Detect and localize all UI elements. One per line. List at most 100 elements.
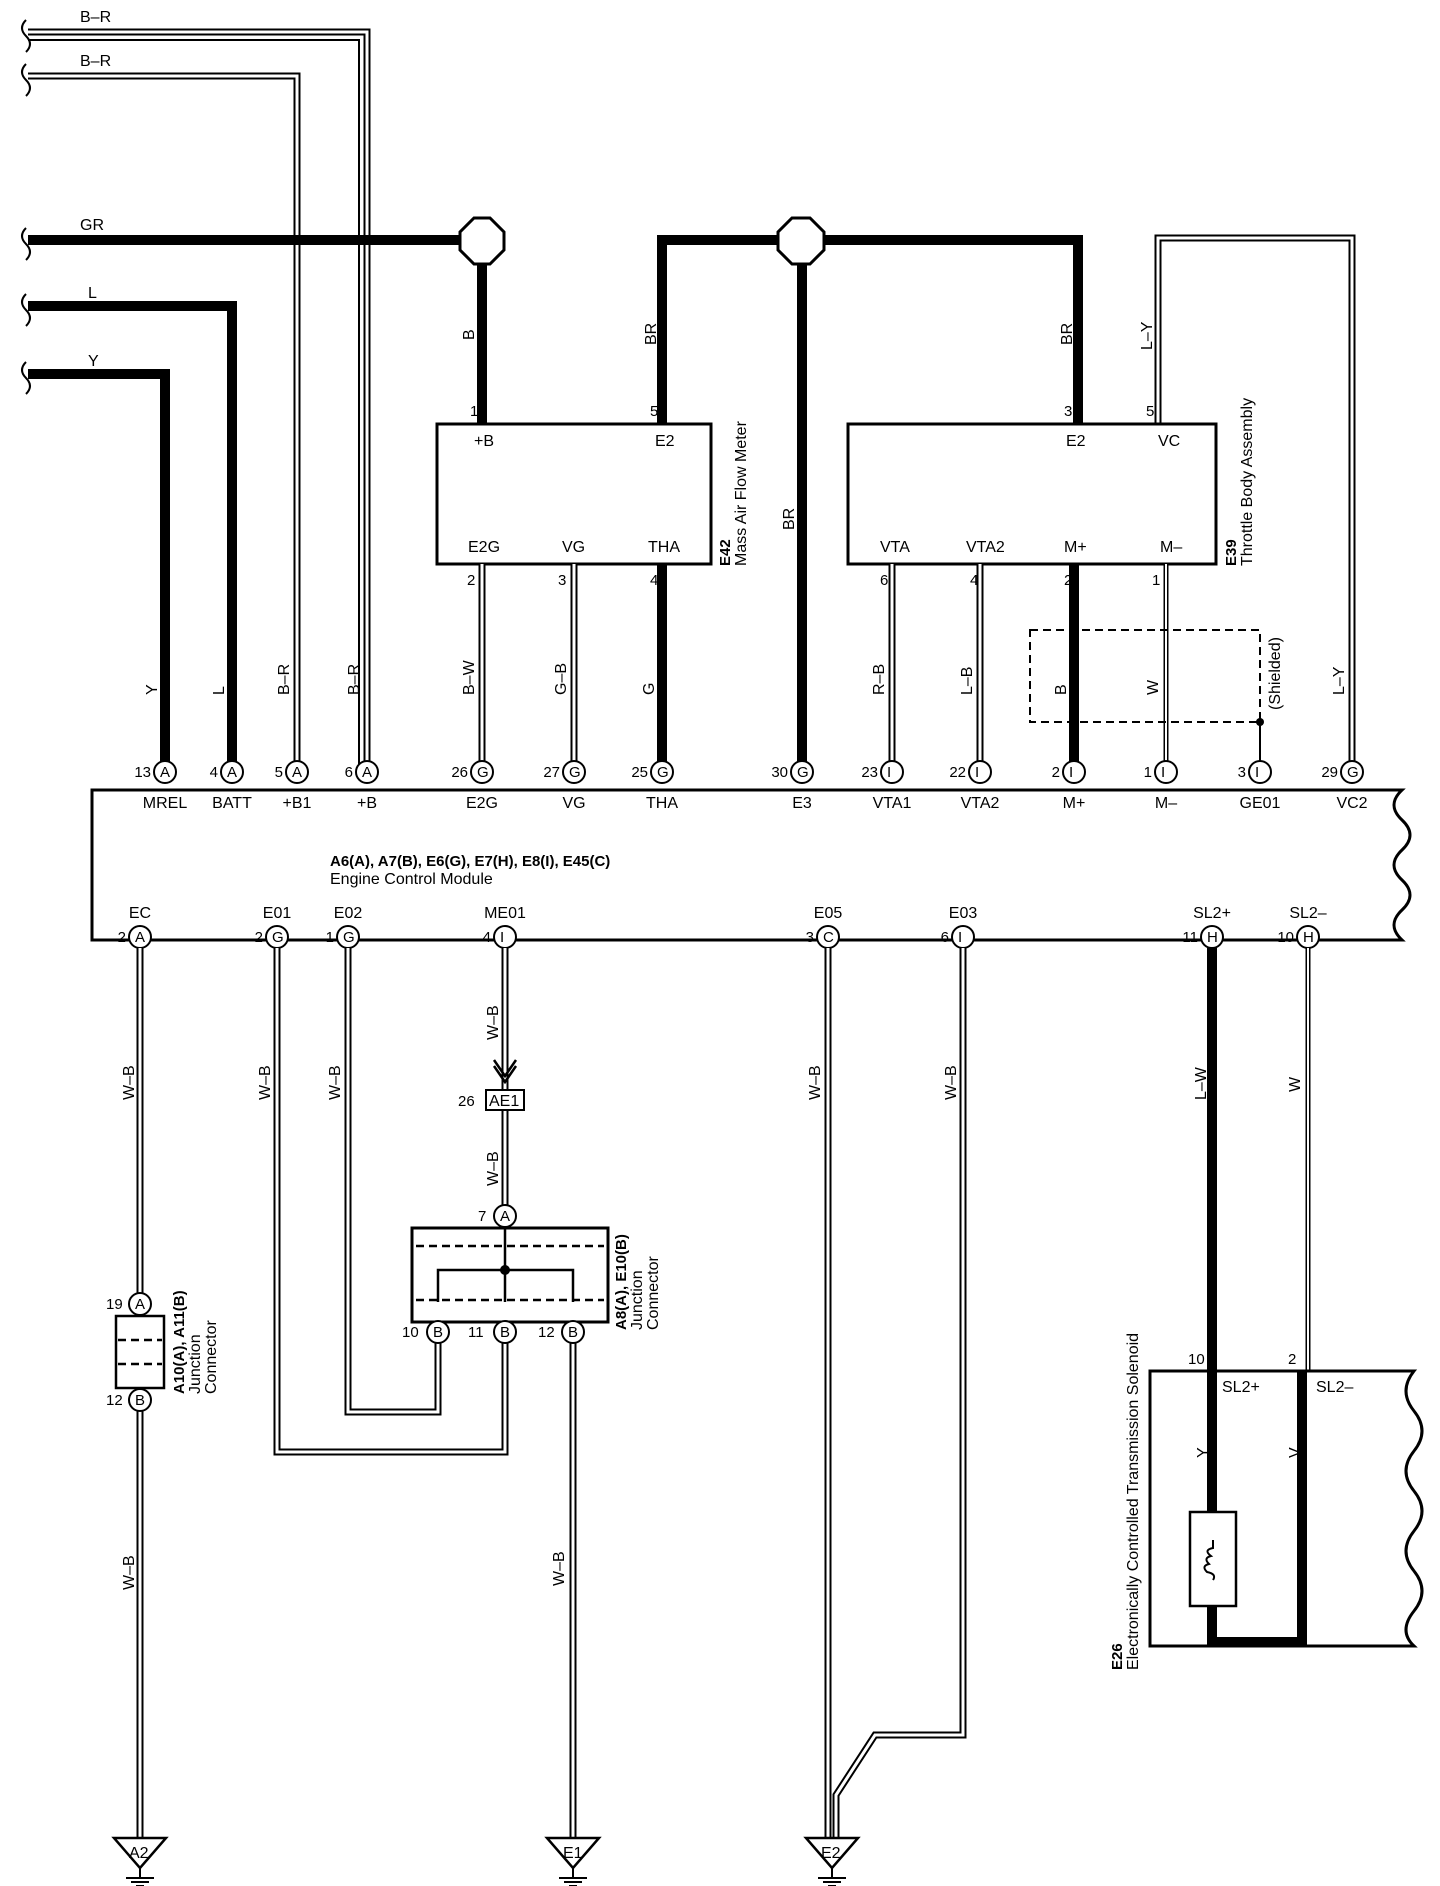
wire-label: W — [1287, 1076, 1304, 1092]
throttle-signal-wires — [888, 564, 1169, 772]
incoming-wire-label: B–R — [80, 53, 111, 70]
terminal-number: 26 — [458, 1093, 475, 1110]
wire-label: B — [1053, 684, 1070, 695]
solenoid-coil-box — [1188, 1510, 1238, 1608]
terminal-name: SL2+ — [1222, 1379, 1260, 1396]
pin-connector-letter: G — [657, 764, 669, 781]
ground-a2: A2 — [111, 1836, 169, 1886]
terminal-number: 10 — [1188, 1351, 1205, 1368]
pin-connector-letter: G — [477, 764, 489, 781]
ae1-arrow-icon — [492, 1059, 518, 1085]
jc-a8-pin-10: B 10 — [402, 1320, 450, 1344]
pin-number: 3 — [1238, 764, 1246, 781]
wire-label: W–B — [485, 1005, 502, 1040]
jc-a8-sub2: Connector — [645, 1256, 662, 1330]
pin-name: E01 — [263, 905, 292, 922]
wire-label: W–B — [807, 1065, 824, 1100]
terminal-name: THA — [648, 539, 680, 556]
svg-text:12: 12 — [106, 1392, 123, 1409]
pin-name: ME01 — [484, 905, 526, 922]
ae1-label: AE1 — [489, 1093, 519, 1110]
terminal-number: 2 — [467, 572, 475, 589]
ecm-pin-10: I2M+B — [1052, 684, 1086, 812]
terminal-name: VTA2 — [966, 539, 1005, 556]
incoming-wire-label: GR — [80, 217, 104, 234]
jc-a8-name: A8(A), E10(B) — [613, 1234, 630, 1330]
jc-a10-name: A10(A), A11(B) — [171, 1290, 188, 1394]
pin-connector-letter: I — [975, 764, 979, 781]
jc-a8-junction-dot — [500, 1265, 510, 1275]
ecm-bottom-pin-6: H 11 SL2+ — [1182, 905, 1231, 949]
ecm-pin-2: A5+B1B–R — [275, 664, 312, 812]
pin-number: 2 — [255, 929, 263, 946]
pin-connector-letter: I — [887, 764, 891, 781]
pin-connector-letter: A — [160, 764, 170, 781]
terminal-number: 5 — [650, 403, 658, 420]
pin-name: E3 — [792, 795, 812, 812]
wire-label: G — [641, 683, 658, 695]
pin-name: VTA1 — [873, 795, 912, 812]
pin-number: 1 — [1144, 764, 1152, 781]
wire-label: W — [1145, 679, 1162, 695]
pin-number: 11 — [1182, 929, 1198, 946]
wire-label: L–W — [1193, 1066, 1210, 1100]
ground-e2: E2 — [803, 1836, 861, 1886]
ecm-pin-11: I1M–W — [1144, 679, 1178, 812]
wire-label: W–B — [121, 1555, 138, 1590]
pin-connector-letter: G — [343, 929, 355, 946]
svg-text:12: 12 — [538, 1324, 555, 1341]
jc-a10-pin-bottom: B 12 — [106, 1388, 152, 1412]
jc-a8-box — [410, 1226, 610, 1324]
pin-connector-letter: H — [1207, 929, 1218, 946]
shield-junction-dot — [1256, 718, 1264, 726]
terminal-name: SL2– — [1316, 1379, 1353, 1396]
ecm-box — [90, 788, 1412, 942]
ecm-bottom-pins: A2ECG2E01G1E02I4ME01C3E05I6E03H11SL2+H10… — [118, 905, 1327, 949]
pin-name: E02 — [334, 905, 363, 922]
maf-meter-box — [435, 422, 713, 566]
terminal-name: VC — [1158, 433, 1180, 450]
jc-a10-sub1: Junction — [187, 1334, 204, 1394]
wire-label: B–R — [276, 664, 293, 695]
pin-connector-letter: A — [227, 764, 237, 781]
wire-label: BR — [643, 323, 660, 345]
ground-e1: E1 — [544, 1836, 602, 1886]
svg-text:11: 11 — [468, 1324, 484, 1341]
pin-connector-letter: C — [823, 929, 834, 946]
pin-number: 3 — [806, 929, 814, 946]
pin-name: SL2+ — [1193, 905, 1231, 922]
jc-a8-pin-top: A 7 — [478, 1204, 517, 1228]
svg-text:B: B — [135, 1392, 145, 1409]
pin-connector-letter: A — [292, 764, 302, 781]
wire-label: V — [1287, 1447, 1304, 1458]
jc-a10-dashes — [118, 1338, 162, 1366]
terminal-number: 3 — [558, 572, 566, 589]
pin-name: E05 — [814, 905, 843, 922]
terminal-name: E2 — [1066, 433, 1086, 450]
pin-number: 26 — [451, 764, 468, 781]
component-id: E39 — [1223, 539, 1240, 566]
component-id: E42 — [717, 539, 734, 566]
pin-number: 27 — [543, 764, 560, 781]
pin-connector-letter: G — [797, 764, 809, 781]
wire-label: BR — [781, 508, 798, 530]
terminal-name: +B — [474, 433, 494, 450]
component-name: Throttle Body Assembly — [1239, 398, 1256, 566]
terminal-number: 1 — [1152, 572, 1160, 589]
terminal-name: E2G — [468, 539, 500, 556]
terminal-name: M+ — [1064, 539, 1087, 556]
svg-text:E1: E1 — [563, 1845, 583, 1862]
pin-name: M– — [1155, 795, 1177, 812]
wire-label: B — [461, 329, 478, 340]
pin-name: MREL — [143, 795, 188, 812]
